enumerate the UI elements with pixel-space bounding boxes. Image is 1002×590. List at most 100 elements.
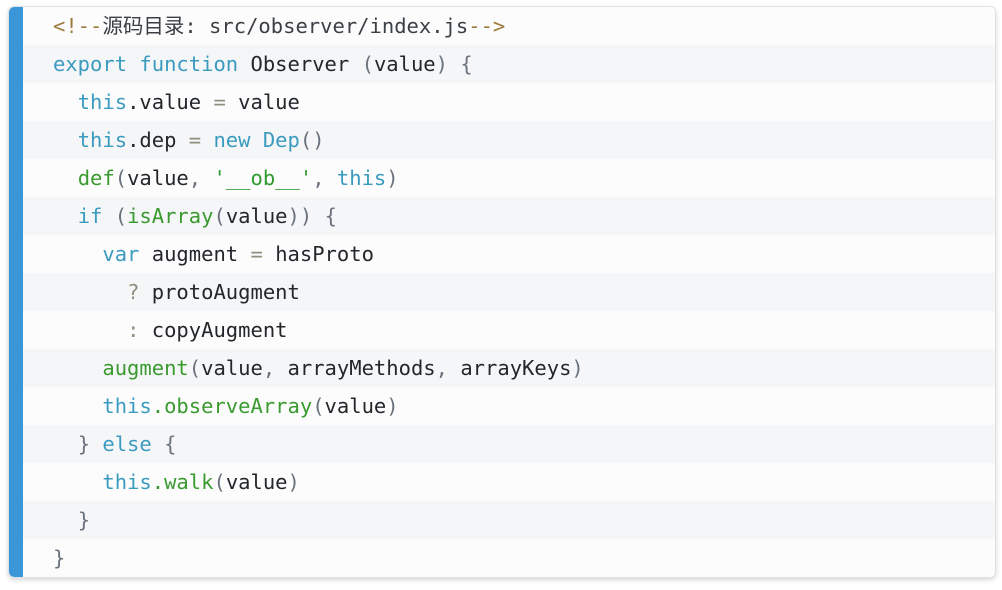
code-token: new [213,128,251,152]
code-line: this.observeArray(value) [23,387,995,425]
code-token [53,318,127,342]
code-token: = [188,128,202,152]
code-token [201,90,213,114]
code-token: this [336,166,387,190]
code-token: ) [571,356,584,380]
code-token: value [373,52,436,76]
code-token: , [262,356,288,380]
code-line: augment(value, arrayMethods, arrayKeys) [23,349,995,387]
code-token [139,242,151,266]
code-line: this.value = value [23,83,995,121]
code-token: ( [312,394,325,418]
code-line: this.dep = new Dep() [23,121,995,159]
code-token: augment [102,356,189,380]
code-token: ( [361,52,374,76]
code-token: { [460,52,473,76]
code-token: : [127,318,140,342]
code-token: this [102,394,152,418]
code-token: Dep [262,128,300,152]
code-token: if [77,204,103,228]
code-token: '__ob__' [213,166,313,190]
code-token [53,128,78,152]
code-token: = [213,90,226,114]
code-token: value [225,470,288,494]
code-token: value [201,356,263,380]
code-token: var [102,242,140,266]
code-token: ) [287,470,300,494]
code-line: ? protoAugment [23,273,995,311]
code-token: def [77,166,115,190]
code-token [53,356,102,380]
code-token: } [53,546,66,570]
code-token: ( [213,204,226,228]
code-token [152,432,164,456]
code-line: : copyAugment [23,311,995,349]
code-token [90,432,102,456]
code-token: } [77,508,91,532]
code-token: value [324,394,387,418]
code-token [53,394,102,418]
code-token: walk [164,470,214,494]
code-token: ( [213,470,226,494]
code-token [53,242,102,266]
code-line: this.walk(value) [23,463,995,501]
code-token [448,52,460,76]
code-token: <!-- [53,14,103,38]
code-token [53,166,78,190]
code-token [139,318,151,342]
code-token: )) [287,204,313,228]
code-token: value [238,90,300,114]
code-token: copyAugment [151,318,288,342]
code-token [226,90,238,114]
code-token: 源码目录: src/observer/index.js [102,14,469,38]
code-token: this [77,90,128,114]
code-token: , [188,166,214,190]
code-token: .dep [127,128,177,152]
code-token [201,128,213,152]
code-token: arrayMethods [287,356,436,380]
code-token: ) [435,52,448,76]
code-token: arrayKeys [460,356,572,380]
code-token: , [312,166,337,190]
code-token [127,52,139,76]
code-block-card: <!--源码目录: src/observer/index.js-->export… [8,6,996,578]
code-line: if (isArray(value)) { [23,197,995,235]
code-token [349,52,361,76]
code-token: hasProto [275,242,374,266]
code-token [238,242,250,266]
code-content[interactable]: <!--源码目录: src/observer/index.js-->export… [23,7,995,577]
code-token: .value [127,90,202,114]
code-token: () [299,128,325,152]
accent-bar [9,7,23,577]
code-token: this [77,128,128,152]
code-token [53,432,78,456]
code-line: var augment = hasProto [23,235,995,273]
code-token: } [77,432,91,456]
code-token: this [102,470,152,494]
code-line: export function Observer (value) { [23,45,995,83]
code-token [176,128,188,152]
code-token: ( [188,356,202,380]
code-token: { [324,204,337,228]
code-token: isArray [127,204,214,228]
code-token [312,204,324,228]
code-token: augment [151,242,239,266]
code-token: ( [114,166,128,190]
code-line: } [23,501,995,539]
code-token: { [164,432,177,456]
code-token: . [151,470,165,494]
code-token [53,204,78,228]
code-token: observeArray [164,394,313,418]
code-token: protoAugment [151,280,300,304]
code-token [53,470,102,494]
code-token: export [53,52,128,76]
code-token [251,128,263,152]
code-token: , [435,356,461,380]
code-token: = [250,242,263,266]
code-token: ( [114,204,128,228]
code-line: def(value, '__ob__', this) [23,159,995,197]
code-token [102,204,114,228]
code-token: ) [386,394,399,418]
code-token [53,508,78,532]
code-token: ? [127,280,140,304]
